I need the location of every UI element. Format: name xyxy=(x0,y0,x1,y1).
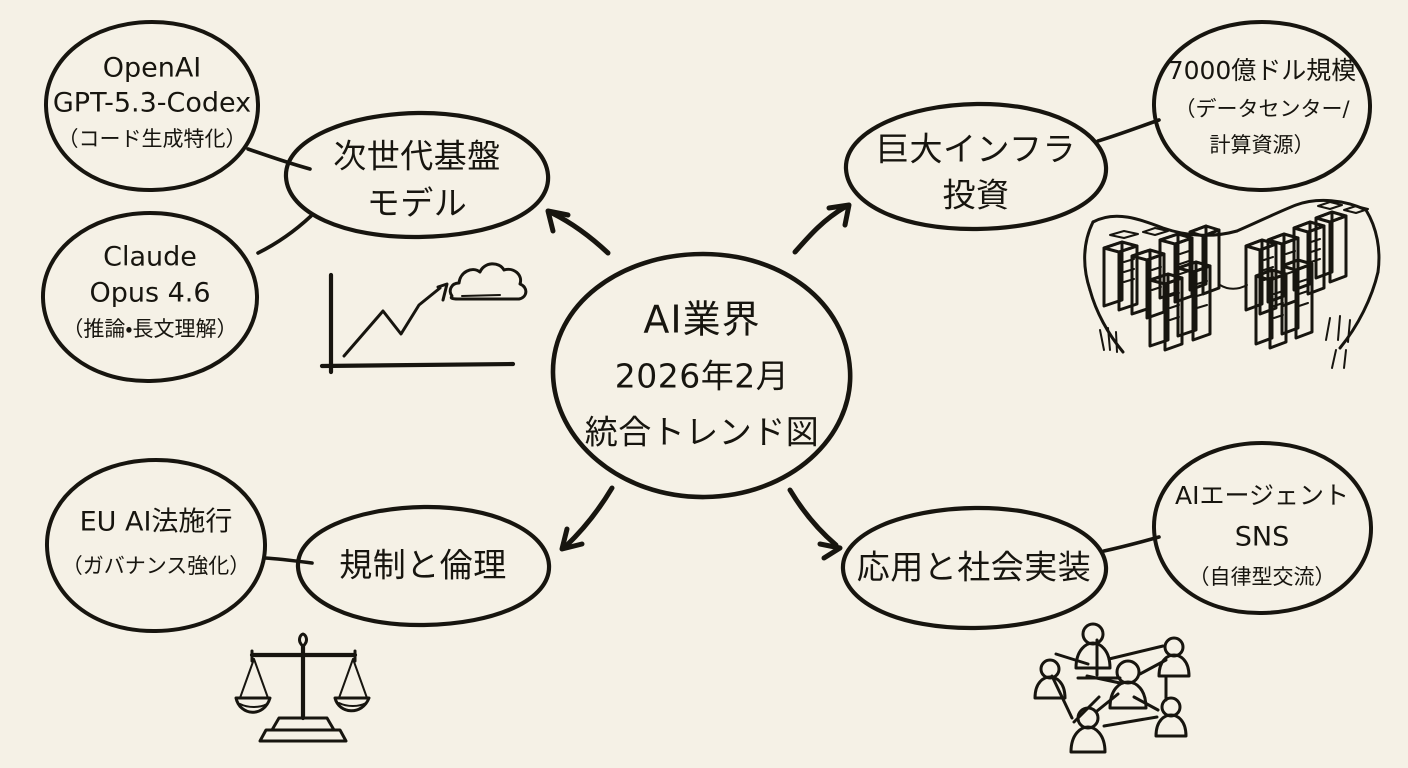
sns-label-line1: AIエージェント xyxy=(1175,481,1349,510)
next-gen-label-line2: モデル xyxy=(367,184,468,223)
datacenter-landscape-icon xyxy=(1083,199,1381,369)
node-next-gen-models[interactable]: 次世代基盤 モデル xyxy=(283,110,551,240)
node-datacenter-scale[interactable]: 7000億ドル規模 （データセンター/ 計算資源） xyxy=(1151,20,1373,193)
node-claude-opus[interactable]: Claude Opus 4.6 （推論・長文理解） xyxy=(40,211,260,384)
infra-label-line2: 投資 xyxy=(943,176,1010,215)
application-node-outline xyxy=(840,505,1109,631)
node-eu-ai-act[interactable]: EU AI法施行 （ガバナンス強化） xyxy=(44,458,268,634)
openai-label-line2: GPT-5.3-Codex xyxy=(53,88,251,119)
arrow-center-to-infra xyxy=(792,202,852,255)
eu-label-line1: EU AI法施行 xyxy=(80,507,233,538)
connector-eu-to-regulation xyxy=(263,556,314,565)
connector-infra-to-datacenter xyxy=(1096,118,1161,143)
infra-label-line1: 巨大インフラ xyxy=(876,130,1076,169)
growth-chart-cloud-icon xyxy=(319,262,528,375)
node-ai-agent-sns[interactable]: AIエージェント SNS （自律型交流） xyxy=(1151,441,1374,616)
arrow-center-to-application xyxy=(787,487,843,561)
arrow-center-to-nextgen xyxy=(545,208,611,256)
social-network-icon xyxy=(1033,622,1191,754)
balance-scales-icon xyxy=(234,632,371,743)
claude-label-line2: Opus 4.6 xyxy=(89,278,210,309)
sns-node-outline xyxy=(1151,441,1374,616)
datacenter-label-line2: （データセンター/ xyxy=(1174,97,1350,121)
node-regulation-ethics[interactable]: 規制と倫理 xyxy=(295,504,552,628)
infra-node-outline xyxy=(843,101,1109,232)
next-gen-node-outline xyxy=(283,110,551,240)
datacenter-node-outline xyxy=(1151,20,1373,193)
connector-openai-to-nextgen xyxy=(246,147,312,171)
eu-label-line2: （ガバナンス強化） xyxy=(62,554,251,578)
openai-label-line1: OpenAI xyxy=(103,53,202,84)
eu-node-outline xyxy=(44,458,268,634)
node-application-society[interactable]: 応用と社会実装 xyxy=(840,505,1109,631)
center-title-line2: 2026年2月 xyxy=(615,357,789,396)
claude-label-line3: （推論・長文理解） xyxy=(62,317,237,341)
node-openai-gpt[interactable]: OpenAI GPT-5.3-Codex （コード生成特化） xyxy=(43,20,261,193)
connector-group xyxy=(246,118,1161,565)
center-title-line1: AI業界 xyxy=(643,298,760,342)
claude-label-line1: Claude xyxy=(103,242,197,273)
openai-node-outline xyxy=(43,20,261,193)
connector-claude-to-nextgen xyxy=(256,214,313,255)
regulation-node-outline xyxy=(295,504,552,628)
claude-node-outline xyxy=(40,211,260,384)
regulation-label-line1: 規制と倫理 xyxy=(339,546,507,585)
openai-label-line3: （コード生成特化） xyxy=(58,127,247,151)
flow-arrow-group xyxy=(545,202,852,561)
datacenter-label-line1: 7000億ドル規模 xyxy=(1168,56,1357,85)
next-gen-label-line1: 次世代基盤 xyxy=(333,137,501,176)
arrow-center-to-regulation xyxy=(559,485,615,552)
center-title-line3: 統合トレンド図 xyxy=(585,413,820,452)
node-center[interactable]: AI業界 2026年2月 統合トレンド図 xyxy=(550,251,853,500)
node-infrastructure-investment[interactable]: 巨大インフラ 投資 xyxy=(843,101,1109,232)
center-node-outline xyxy=(550,251,853,500)
datacenter-label-line3: 計算資源） xyxy=(1210,133,1315,157)
application-label-line1: 応用と社会実装 xyxy=(857,548,1092,587)
sns-label-line3: （自律型交流） xyxy=(1189,565,1336,589)
sns-label-line2: SNS xyxy=(1235,522,1289,553)
